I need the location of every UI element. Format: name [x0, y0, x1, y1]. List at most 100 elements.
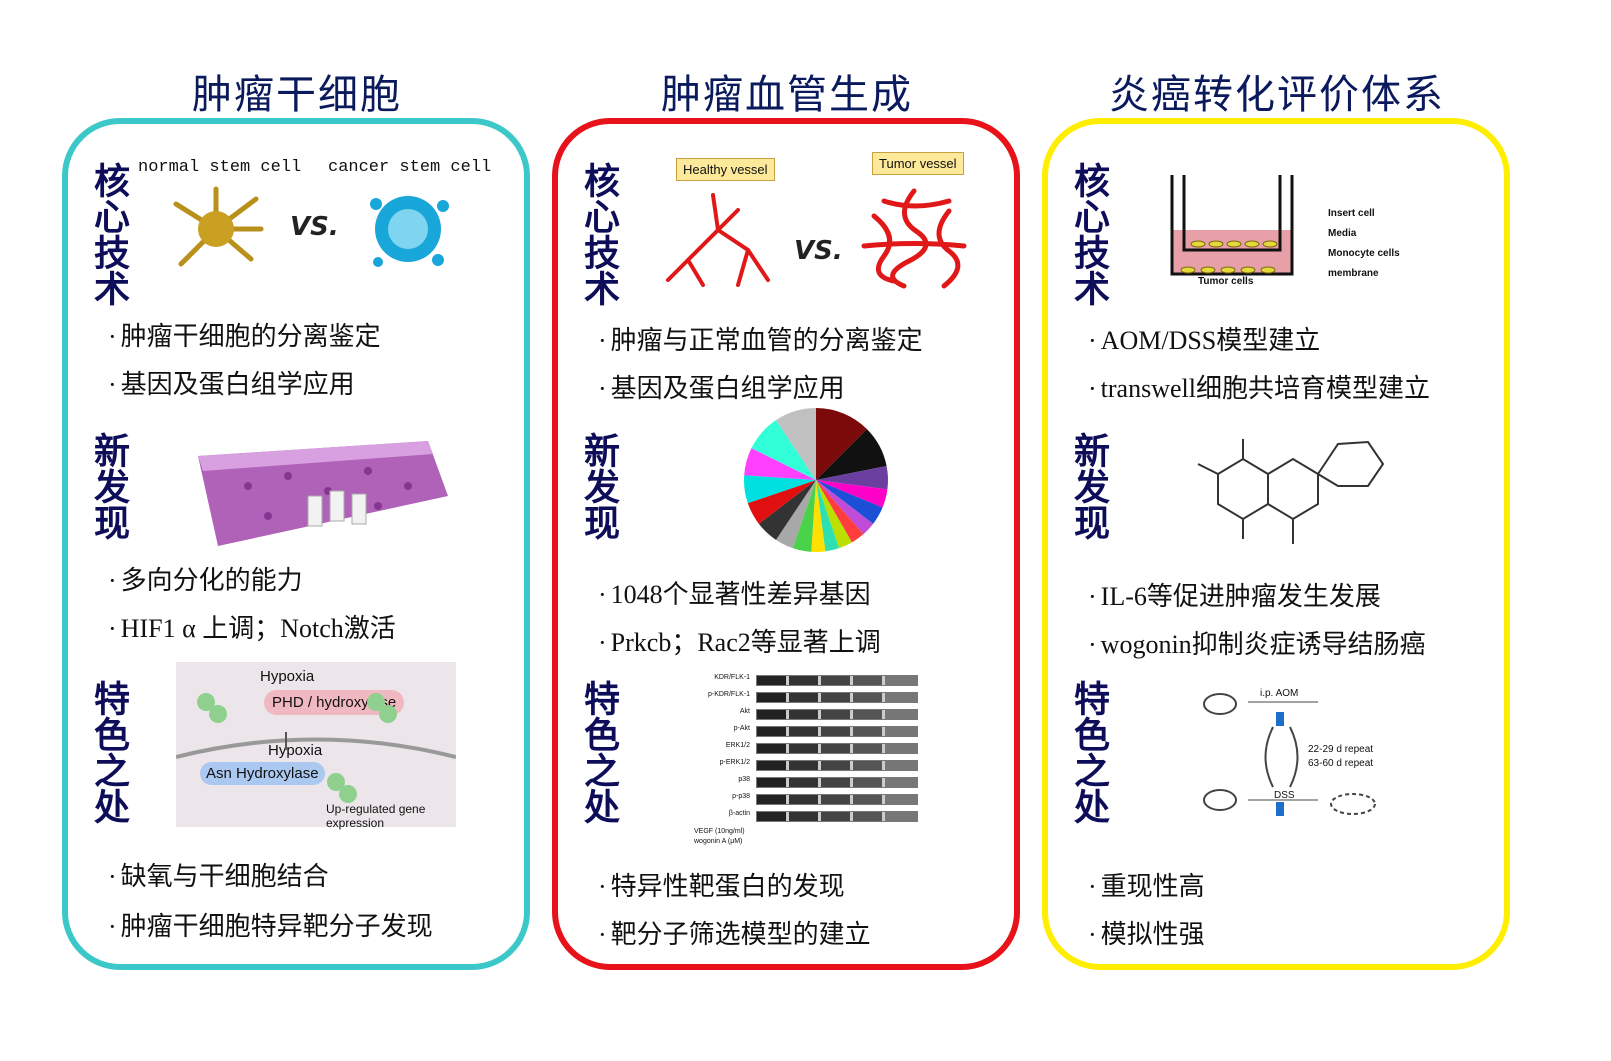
pie-slice: [744, 448, 816, 480]
section-label-core: 核心技术: [578, 162, 619, 306]
pie-slice: [816, 408, 867, 480]
feature-bullet-1: 缺氧与干细胞结合: [108, 856, 329, 893]
section-label-core: 核心技术: [88, 162, 129, 306]
pie-slice: [816, 480, 874, 535]
feature-bullet-1: 特异性靶蛋白的发现: [598, 866, 845, 903]
feature-bullet-1: 重现性高: [1088, 866, 1205, 903]
transwell-labels: Insert cell Media Monocyte cells membran…: [1328, 204, 1400, 284]
panel: 核心技术 normal stem cell cancer stem cell V…: [62, 118, 530, 970]
column-title: 肿瘤干细胞: [192, 72, 402, 118]
blot-row-label: β-actin: [728, 810, 750, 817]
cancer-stem-cell-image: [370, 196, 449, 267]
pie-slice: [811, 480, 826, 552]
core-bullet-1: 肿瘤与正常血管的分离鉴定: [598, 320, 923, 357]
blot-row: p-Akt: [694, 723, 918, 739]
pie-slice: [816, 480, 864, 543]
feature-bullet-2: 肿瘤干细胞特异靶分子发现: [108, 906, 433, 943]
normal-stem-cell-image: [173, 186, 264, 267]
blot-footer-label: wogonin A (μM): [694, 838, 743, 845]
pathway-shapes: [176, 693, 456, 803]
histology-slice-image: [198, 441, 448, 546]
blot-row: p-p38: [694, 791, 918, 807]
mouse-diagram-label: i.p. AOM: [1260, 688, 1299, 699]
blot-row: p-KDR/FLK-1: [694, 689, 918, 705]
blot-band: [756, 675, 918, 686]
diagram-label: Hypoxia: [260, 668, 315, 685]
blot-band: [756, 726, 918, 737]
blot-row-label: p38: [738, 776, 750, 783]
section-label-core: 核心技术: [1068, 162, 1109, 306]
tumor-vessel-label: Tumor vessel: [872, 152, 964, 175]
pie-slice: [744, 475, 816, 504]
new-bullet-2: wogonin抑制炎症诱导结肠癌: [1088, 624, 1426, 661]
transwell-label: Insert cell: [1328, 208, 1375, 219]
vs-label: VS.: [290, 212, 339, 242]
hypoxia-pathway-diagram: Hypoxia PHD / hydroxylase Hypoxia Asn Hy…: [176, 662, 456, 830]
feature-bullet-2: 靶分子筛选模型的建立: [598, 914, 871, 951]
tumor-vessel-image: [861, 188, 967, 289]
diagram-label: Hypoxia: [268, 742, 323, 759]
blot-row: Akt: [694, 706, 918, 722]
column-inflammation-cancer: 炎癌转化评价体系 核心技术 Insert cell Media Monocyte…: [1042, 0, 1512, 1061]
section-label-new: 新发现: [578, 432, 619, 540]
pie-slice: [775, 480, 816, 549]
panel: 核心技术 Insert cell Media Monocyte cells me…: [1042, 118, 1510, 970]
diagram-label: Asn Hydroxylase: [200, 762, 325, 785]
healthy-vessel-image: [666, 193, 770, 287]
transwell-label: Monocyte cells: [1328, 248, 1400, 259]
blot-row: ERK1/2: [694, 740, 918, 756]
section-label-new: 新发现: [88, 432, 129, 540]
blot-row: KDR/FLK-1: [694, 672, 918, 688]
core-bullet-1: 肿瘤干细胞的分离鉴定: [108, 316, 381, 353]
column-title: 肿瘤血管生成: [661, 72, 913, 118]
column-tumor-angiogenesis: 肿瘤血管生成 核心技术 Healthy vessel Tumor vessel …: [552, 0, 1022, 1061]
new-bullet-1: 多向分化的能力: [108, 560, 303, 597]
pie-slice: [816, 480, 852, 549]
blot-band: [756, 777, 918, 788]
new-bullet-2: Prkcb；Rac2等显著上调: [598, 622, 881, 659]
blot-row-label: p-Akt: [733, 725, 750, 732]
blot-row-label: Akt: [739, 708, 750, 715]
new-bullet-1: 1048个显著性差异基因: [598, 574, 871, 611]
pie-slice: [816, 465, 888, 490]
blot-row: p-ERK1/2: [694, 757, 918, 773]
blot-row-label: ERK1/2: [725, 742, 750, 749]
blot-row-label: p-p38: [732, 793, 750, 800]
pie-slice: [775, 408, 816, 480]
new-bullet-2: HIF1 α 上调；Notch激活: [108, 608, 396, 645]
transwell-label: Media: [1328, 228, 1357, 239]
new-bullet-1: IL-6等促进肿瘤发生发展: [1088, 576, 1381, 613]
section-label-feature: 特色之处: [88, 680, 129, 824]
column-cancer-stem-cell: 肿瘤干细胞 核心技术 normal stem cell cancer stem …: [62, 0, 532, 1061]
blot-band: [756, 760, 918, 771]
blot-row-label: p-ERK1/2: [719, 759, 750, 766]
mouse-diagram-label: 63-60 d repeat: [1308, 758, 1374, 769]
diagram-label: Up-regulated gene expression: [326, 802, 426, 830]
wogonin-structure-image: [1197, 439, 1385, 544]
blot-footer-label: VEGF (10ng/ml): [694, 828, 745, 835]
healthy-vessel-label: Healthy vessel: [676, 158, 775, 181]
cancer-stem-cell-label: cancer stem cell: [328, 158, 492, 177]
mouse-diagram-label: 22-29 d repeat: [1308, 744, 1374, 755]
pie-slice: [816, 480, 883, 524]
aom-dss-mouse-diagram: [1203, 693, 1376, 816]
section-label-feature: 特色之处: [1068, 680, 1109, 824]
core-bullet-1: AOM/DSS模型建立: [1088, 320, 1321, 357]
column-title: 炎癌转化评价体系: [1109, 72, 1445, 118]
pie-slice: [816, 480, 840, 552]
blot-band: [756, 794, 918, 805]
normal-stem-cell-label: normal stem cell: [138, 158, 302, 177]
pie-slice: [792, 480, 816, 552]
blot-band: [756, 709, 918, 720]
stem-cell-labels: normal stem cell cancer stem cell: [138, 158, 498, 177]
blot-band: [756, 743, 918, 754]
vs-label: VS.: [794, 236, 843, 266]
blot-row: p38: [694, 774, 918, 790]
pie-slice: [758, 480, 816, 540]
core-bullet-2: transwell细胞共培育模型建立: [1088, 368, 1430, 405]
transwell-label: membrane: [1328, 268, 1379, 279]
transwell-label: Tumor cells: [1198, 276, 1254, 287]
mouse-diagram-label: DSS: [1274, 790, 1295, 801]
blot-row-label: p-KDR/FLK-1: [707, 691, 750, 698]
